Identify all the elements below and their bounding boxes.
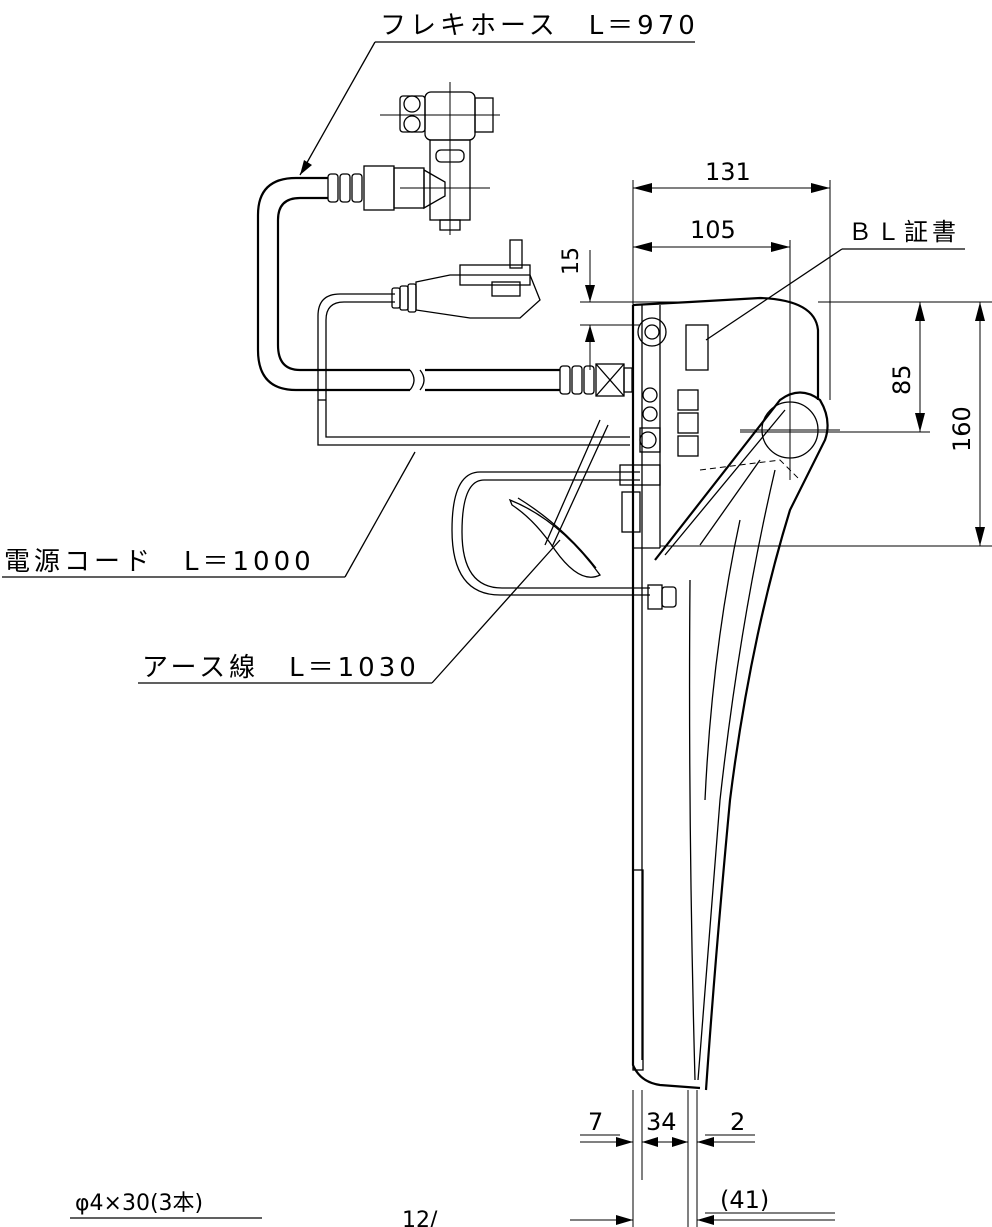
- flex-hose-leader: [299, 41, 376, 176]
- dim-15: 15: [559, 247, 700, 370]
- screw-spec-label: φ4×30(3本): [75, 1191, 203, 1216]
- dim-41-text: (41): [720, 1186, 769, 1214]
- dim-85: 85: [740, 301, 992, 433]
- dim-bottom: 7 34 2 (41): [570, 1090, 835, 1227]
- bl-cert-label: ＢＬ証書: [848, 218, 960, 246]
- dim-105-text: 105: [690, 216, 736, 244]
- dim-105: 105: [633, 216, 791, 400]
- earth-wire-leader: [431, 539, 561, 684]
- hose-end-fitting: [559, 363, 633, 397]
- dim-15-text: 15: [559, 247, 584, 275]
- flex-hose-label: フレキホース L＝970: [380, 11, 699, 41]
- flex-hose-arrowhead: [300, 160, 312, 175]
- dim-2-text: 2: [730, 1108, 745, 1136]
- dim-131-text: 131: [705, 158, 751, 186]
- dim-160-text: 160: [948, 406, 976, 452]
- dim-131: 131: [632, 158, 831, 400]
- bl-cert-leader: [705, 248, 843, 341]
- dim-7-text: 7: [588, 1108, 603, 1136]
- power-cord: [317, 239, 630, 446]
- earth-wire-label: アース線 L＝1030: [142, 653, 420, 683]
- power-cord-leader: [344, 451, 416, 578]
- product-body: [619, 296, 840, 1091]
- dim-160: 160: [660, 302, 992, 547]
- dim-34-text: 34: [646, 1108, 677, 1136]
- dim-85-text: 85: [888, 364, 916, 395]
- earth-wire: [451, 419, 677, 610]
- flex-hose: [256, 82, 560, 392]
- bottom-cut-label: 12/: [402, 1208, 438, 1227]
- power-cord-label: 電源コード L＝1000: [4, 547, 315, 577]
